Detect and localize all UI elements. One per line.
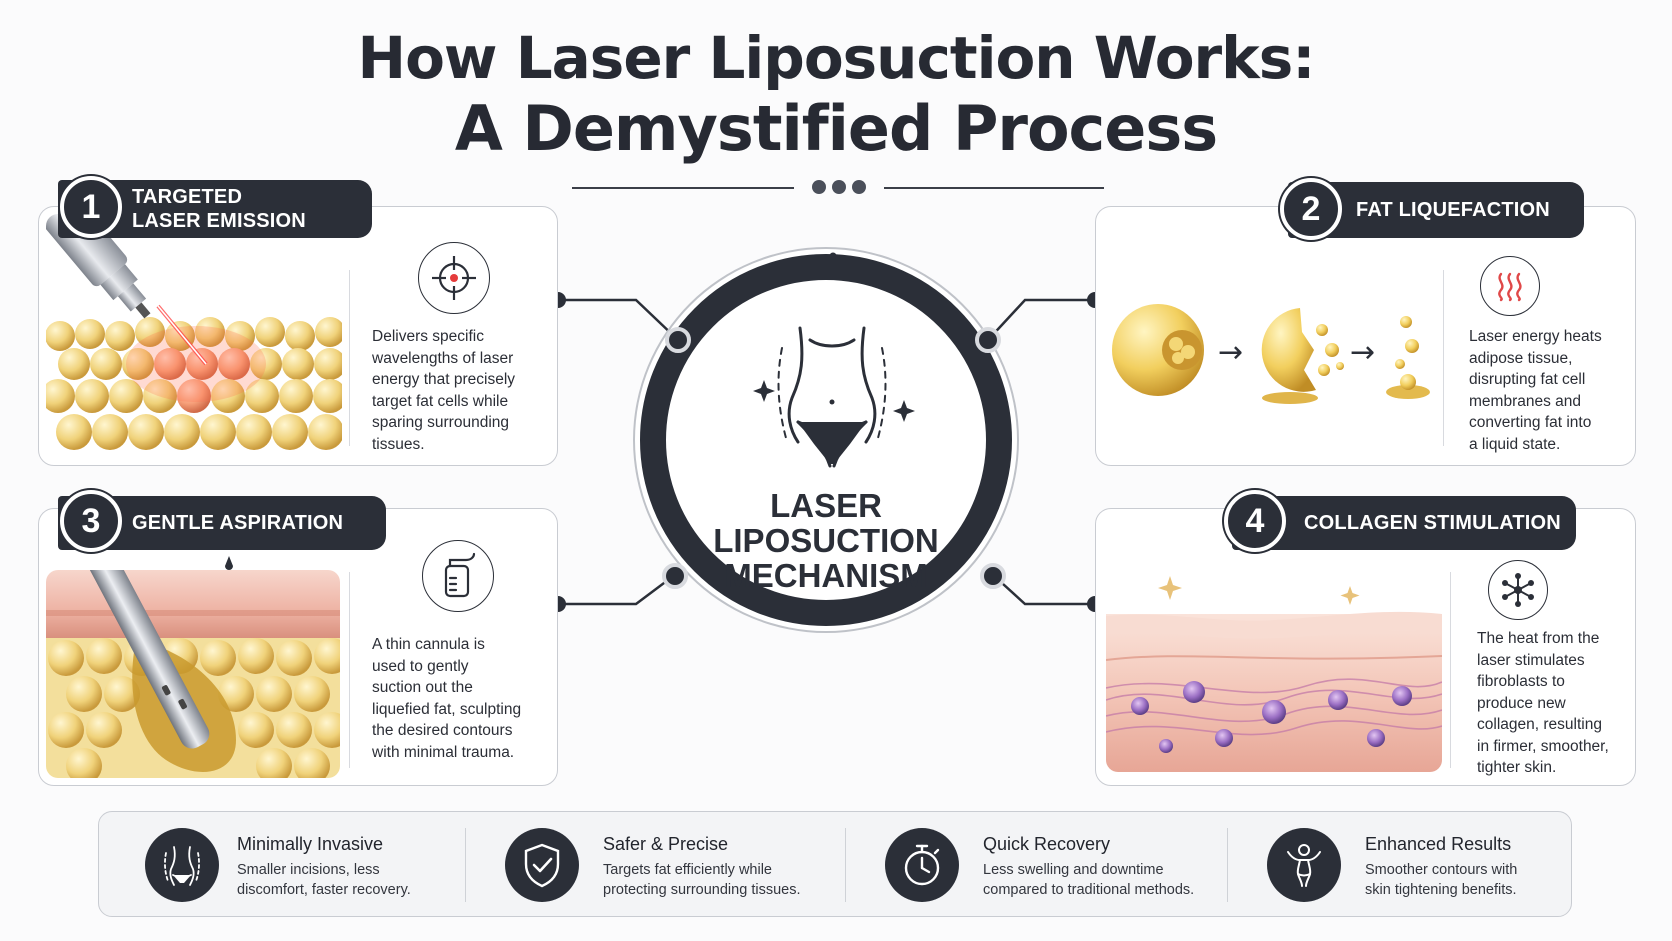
step-1-number: 1 xyxy=(60,176,122,238)
step-3-illustration xyxy=(46,570,340,778)
benefit-minimally-invasive: Minimally Invasive Smaller incisions, le… xyxy=(99,812,467,918)
step-1-separator xyxy=(349,270,350,446)
benefit-safer-precise: Safer & Precise Targets fat efficiently … xyxy=(467,812,847,918)
target-crosshair-icon xyxy=(418,242,490,314)
benefit-quick-recovery: Quick Recovery Less swelling and downtim… xyxy=(847,812,1227,918)
benefit-4-title: Enhanced Results xyxy=(1365,834,1512,854)
step-4-separator xyxy=(1450,572,1451,768)
ring-node-top-left xyxy=(665,327,691,353)
step-4-title-badge: COLLAGEN STIMULATION xyxy=(1232,496,1576,550)
step-2-number: 2 xyxy=(1280,178,1342,240)
center-tick-top xyxy=(829,252,837,260)
step-2-separator xyxy=(1443,270,1444,446)
shield-check-icon xyxy=(505,828,579,902)
benefit-3-title: Quick Recovery xyxy=(983,834,1111,854)
page-title-line-1: How Laser Liposuction Works: xyxy=(357,24,1316,92)
title-divider-right xyxy=(884,187,1104,189)
body-silhouette-icon xyxy=(753,326,915,468)
step-3-number: 3 xyxy=(60,490,122,552)
ring-node-top-right xyxy=(975,327,1001,353)
suction-canister-icon xyxy=(422,540,494,612)
ring-node-bottom-left xyxy=(662,563,688,589)
page-title-line-2: A Demystified Process xyxy=(454,92,1218,165)
benefit-separator-1 xyxy=(465,828,466,902)
benefit-separator-2 xyxy=(845,828,846,902)
center-label: LASER LIPOSUCTION MECHANISM xyxy=(713,487,939,594)
incision-drop-icon xyxy=(225,556,233,570)
figure-outline-icon xyxy=(1267,828,1341,902)
benefits-bar: Minimally Invasive Smaller incisions, le… xyxy=(98,811,1572,917)
step-3-separator xyxy=(349,572,350,768)
svg-text:→: → xyxy=(1350,335,1375,370)
title-dots xyxy=(812,180,866,194)
heat-waves-icon xyxy=(1480,256,1540,316)
step-1-illustration xyxy=(46,214,342,458)
svg-text:→: → xyxy=(1218,335,1243,370)
stopwatch-icon xyxy=(885,828,959,902)
step-2-illustration: → → xyxy=(1110,280,1430,420)
ring-node-bottom-right xyxy=(980,563,1006,589)
title-divider-left xyxy=(572,187,794,189)
waist-outline-icon xyxy=(145,828,219,902)
benefit-2-title: Safer & Precise xyxy=(603,834,729,854)
molecule-network-icon xyxy=(1488,560,1548,620)
step-4-illustration xyxy=(1106,560,1442,772)
benefit-1-title: Minimally Invasive xyxy=(237,834,384,854)
benefit-separator-3 xyxy=(1227,828,1228,902)
step-4-number: 4 xyxy=(1224,490,1286,552)
